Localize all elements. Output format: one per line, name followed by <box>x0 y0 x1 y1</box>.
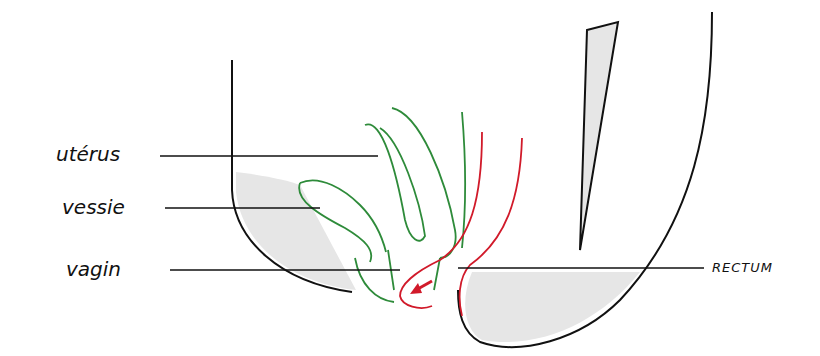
uterus <box>392 108 456 258</box>
part-label: vagin <box>66 259 121 279</box>
leader-lines <box>160 156 704 270</box>
bladder <box>299 183 371 262</box>
arrow-head <box>410 283 422 294</box>
leader-line <box>160 155 378 157</box>
leader-line <box>170 269 400 271</box>
sacrum <box>580 22 618 250</box>
vagina <box>355 258 394 302</box>
bladder <box>300 180 386 252</box>
pubic-outline <box>232 60 352 292</box>
rectum <box>400 132 522 316</box>
leader-line <box>165 207 320 209</box>
leader-line <box>458 267 704 269</box>
rectum-wall <box>460 138 522 316</box>
part-label: RECTUM <box>712 261 773 274</box>
organs <box>299 108 465 302</box>
uterus-wall <box>462 112 465 248</box>
pelvis-outline <box>458 12 712 347</box>
part-label: utérus <box>56 144 120 164</box>
part-label: vessie <box>62 197 125 217</box>
rectum-wall <box>400 132 482 308</box>
uterus <box>365 124 425 240</box>
bone-fill <box>236 172 356 290</box>
